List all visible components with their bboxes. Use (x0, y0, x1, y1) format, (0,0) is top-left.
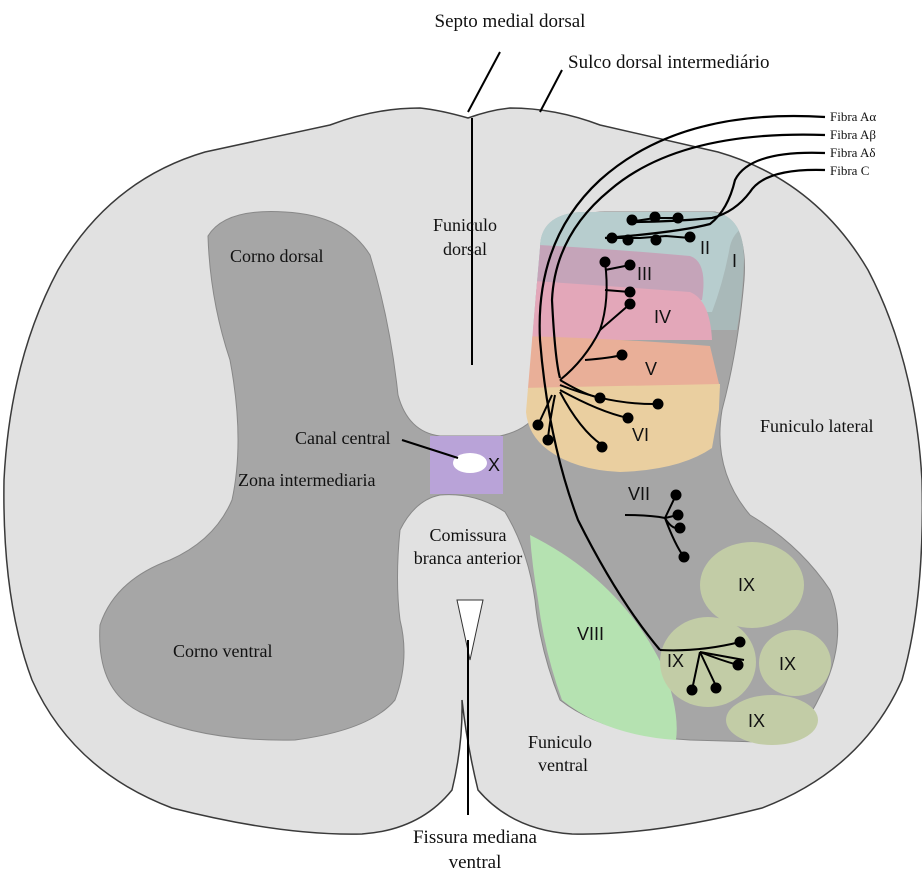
terminal-dot (680, 553, 689, 562)
terminal-dot (601, 258, 610, 267)
terminal-dot (596, 394, 605, 403)
terminal-dot (654, 400, 663, 409)
lamina-vii-label: VII (628, 484, 650, 504)
corno-dorsal-label: Corno dorsal (230, 246, 324, 266)
terminal-dot (626, 261, 635, 270)
terminal-dot (652, 236, 661, 245)
fissura-label-1: Fissura mediana (413, 827, 538, 848)
septo-medial-dorsal-label: Septo medial dorsal (435, 11, 586, 32)
lamina-ix-label-right: IX (779, 654, 796, 674)
terminal-dot (626, 288, 635, 297)
comissura-label-2: branca anterior (414, 548, 522, 568)
lamina-iii-label: III (637, 264, 652, 284)
fibra-a-alpha-label: Fibra Aα (830, 109, 876, 124)
terminal-dot (534, 421, 543, 430)
canal-central-label: Canal central (295, 428, 390, 448)
funiculo-ventral-label-2: ventral (538, 755, 588, 775)
lamina-i-label: I (732, 251, 737, 271)
sulco-pointer-line (540, 70, 562, 112)
terminal-dot (712, 684, 721, 693)
terminal-dot (651, 213, 660, 222)
terminal-dot (734, 661, 743, 670)
fibra-c-label: Fibra C (830, 163, 869, 178)
lamina-ii-label: II (700, 238, 710, 258)
terminal-dot (674, 511, 683, 520)
septo-pointer-line (468, 52, 500, 112)
terminal-dot (672, 491, 681, 500)
lamina-ix-label-upper: IX (738, 575, 755, 595)
lamina-v-label: V (645, 359, 657, 379)
funiculo-lateral-label: Funiculo lateral (760, 416, 873, 436)
corno-ventral-label: Corno ventral (173, 641, 272, 661)
terminal-dot (736, 638, 745, 647)
terminal-dot (674, 214, 683, 223)
comissura-label-1: Comissura (429, 525, 506, 545)
terminal-dot (626, 300, 635, 309)
central-canal (453, 453, 487, 473)
terminal-dot (544, 436, 553, 445)
funiculo-ventral-label-1: Funiculo (528, 732, 592, 752)
lamina-viii-label: VIII (577, 624, 604, 644)
lamina-ix-region-lower (726, 695, 818, 745)
fibra-a-delta-label: Fibra Aδ (830, 145, 876, 160)
funiculo-dorsal-label-2: dorsal (443, 239, 487, 259)
zona-intermediaria-label: Zona intermediaria (238, 470, 375, 490)
terminal-dot (598, 443, 607, 452)
fibra-a-beta-label: Fibra Aβ (830, 127, 876, 142)
lamina-x-label: X (488, 455, 500, 475)
sulco-dorsal-intermediario-label: Sulco dorsal intermediário (568, 52, 770, 73)
lamina-vi-label: VI (632, 425, 649, 445)
terminal-dot (618, 351, 627, 360)
terminal-dot (624, 236, 633, 245)
terminal-dot (688, 686, 697, 695)
terminal-dot (628, 216, 637, 225)
terminal-dot (608, 234, 617, 243)
lamina-ix-label-middle: IX (667, 651, 684, 671)
lamina-ix-label-lower: IX (748, 711, 765, 731)
fissura-label-2: ventral (449, 852, 502, 873)
lamina-iv-label: IV (654, 307, 671, 327)
terminal-dot (686, 233, 695, 242)
terminal-dot (676, 524, 685, 533)
terminal-dot (624, 414, 633, 423)
funiculo-dorsal-label-1: Funiculo (433, 215, 497, 235)
